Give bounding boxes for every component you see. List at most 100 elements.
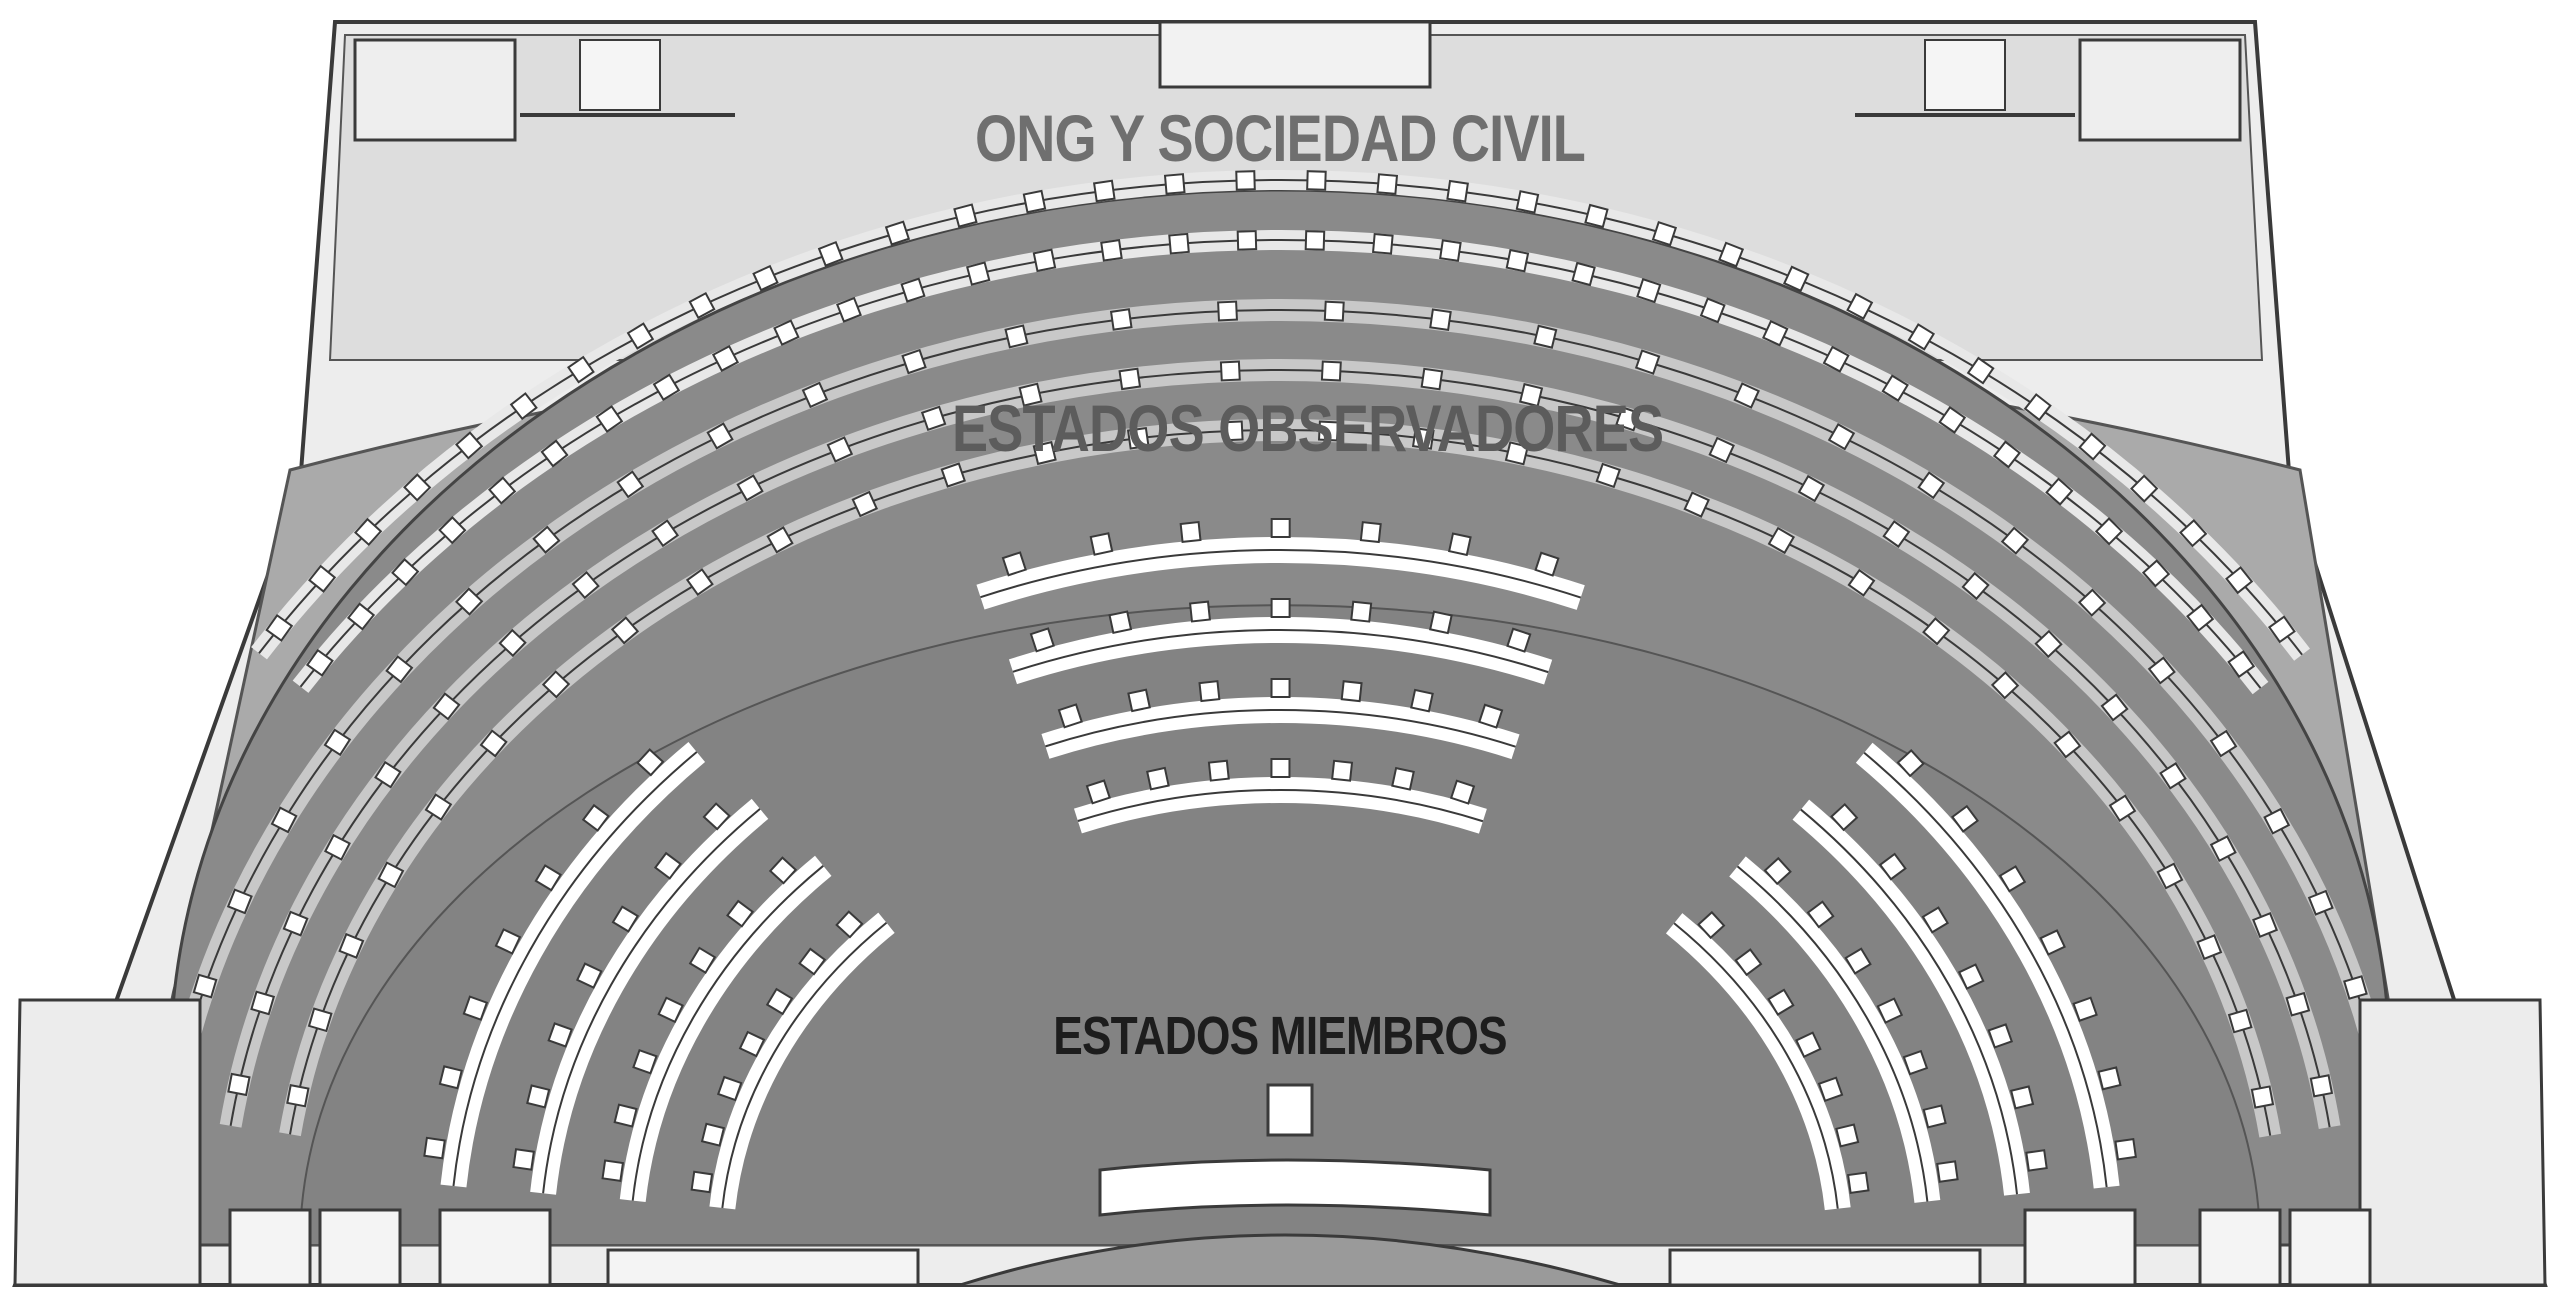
member-desk-edge bbox=[980, 548, 1582, 599]
observer-seat bbox=[2307, 889, 2334, 916]
ngo-seat bbox=[2045, 477, 2074, 506]
observer-seat bbox=[1429, 308, 1452, 332]
observer-seat bbox=[826, 436, 854, 463]
ngo-seat bbox=[1762, 320, 1789, 347]
observer-seat bbox=[541, 670, 571, 699]
observer-seat bbox=[2285, 991, 2311, 1017]
ngo-seat bbox=[346, 602, 376, 631]
ngo-seat bbox=[1938, 405, 1967, 434]
observer-seat bbox=[286, 1084, 310, 1108]
ngo-seat bbox=[1439, 239, 1462, 262]
member-seat bbox=[1410, 688, 1434, 713]
observer-seat bbox=[1317, 420, 1339, 442]
ngo-seat bbox=[1907, 323, 1936, 351]
member-seat bbox=[1830, 802, 1859, 832]
member-zone-label: ESTADOS MIEMBROS bbox=[1053, 1006, 1507, 1066]
ngo-seat bbox=[1782, 265, 1810, 293]
member-seat bbox=[1449, 779, 1476, 805]
observer-seat bbox=[1004, 324, 1029, 349]
ngo-seat bbox=[1699, 297, 1726, 324]
top-left-room bbox=[353, 38, 517, 142]
ngo-seat bbox=[773, 319, 800, 346]
member-inner-floor bbox=[298, 604, 2262, 1246]
ngo-seat bbox=[305, 648, 334, 677]
observer-seat bbox=[2053, 730, 2082, 759]
member-seat bbox=[1127, 688, 1151, 713]
member-seat bbox=[726, 899, 755, 928]
member-seat bbox=[1350, 600, 1373, 623]
member-seat bbox=[1534, 551, 1560, 577]
bottom-right-cabin-2 bbox=[2198, 1208, 2282, 1287]
member-seat bbox=[1506, 627, 1532, 653]
observer-seat bbox=[1126, 426, 1150, 450]
bottom-left-cabin-3 bbox=[438, 1208, 552, 1287]
observer-seat bbox=[685, 568, 714, 597]
observer-seat bbox=[1518, 382, 1544, 408]
ngo-seat bbox=[1163, 173, 1186, 195]
ngo-seat bbox=[836, 296, 862, 323]
observer-seat bbox=[736, 474, 764, 502]
observer-seat bbox=[1797, 474, 1826, 503]
member-seat bbox=[1835, 1123, 1860, 1148]
member-seat bbox=[1896, 749, 1925, 778]
observer-seat bbox=[192, 973, 218, 999]
bottom-right-bench bbox=[1668, 1248, 1982, 1287]
member-seat bbox=[636, 748, 665, 777]
observer-seat bbox=[226, 888, 253, 915]
member-seat bbox=[462, 995, 489, 1021]
bottom-left-cabin-1 bbox=[228, 1208, 312, 1287]
top-right-stair bbox=[1924, 39, 2006, 111]
member-seat bbox=[1270, 517, 1291, 539]
member-seat bbox=[798, 947, 827, 976]
member-seat bbox=[1734, 948, 1763, 977]
member-seat bbox=[1878, 852, 1907, 881]
observer-row-edge bbox=[170, 309, 2391, 1119]
observer-seat bbox=[610, 616, 640, 645]
member-desk-edge bbox=[1736, 865, 1929, 1202]
observer-seat bbox=[1118, 367, 1142, 391]
bottom-left-bench bbox=[606, 1248, 920, 1287]
member-seat bbox=[1767, 988, 1795, 1016]
member-seat bbox=[1697, 910, 1726, 940]
observer-seat bbox=[338, 932, 365, 959]
top-door bbox=[1158, 20, 1432, 89]
observer-row-edge bbox=[289, 429, 2272, 1136]
member-seat bbox=[2097, 1066, 2122, 1091]
member-seat bbox=[716, 1075, 743, 1102]
member-seat bbox=[835, 910, 864, 939]
observer-seat bbox=[2263, 807, 2291, 835]
ngo-seat bbox=[1966, 356, 1995, 385]
ngo-seat bbox=[1992, 440, 2021, 469]
observer-seat bbox=[1595, 462, 1621, 489]
member-seat bbox=[1108, 610, 1133, 635]
member-seat bbox=[1936, 1160, 1959, 1183]
member-desk-edge bbox=[452, 751, 698, 1187]
observer-seat bbox=[1708, 436, 1735, 464]
observer-seat bbox=[2309, 1074, 2334, 1098]
ngo-seat bbox=[1571, 261, 1596, 287]
observer-seat bbox=[1217, 300, 1238, 322]
member-seat bbox=[2114, 1137, 2137, 1161]
ngo-seat bbox=[900, 277, 926, 303]
member-seat bbox=[690, 1170, 714, 1194]
observer-seat bbox=[1222, 420, 1244, 442]
ngo-seat bbox=[403, 473, 432, 502]
ngo-seat bbox=[1718, 241, 1745, 268]
observer-seat bbox=[424, 793, 453, 821]
ngo-seat bbox=[455, 431, 484, 460]
observer-seat bbox=[532, 525, 561, 554]
member-seat bbox=[700, 1122, 726, 1147]
member-seat bbox=[1198, 680, 1221, 703]
member-seat bbox=[512, 1148, 535, 1171]
observer-seat bbox=[1767, 526, 1795, 555]
observer-seat bbox=[374, 760, 402, 789]
ngo-seat bbox=[1376, 173, 1399, 195]
ngo-seat bbox=[1515, 190, 1540, 214]
member-seat bbox=[768, 856, 798, 885]
ngo-seat bbox=[626, 322, 655, 350]
member-seat bbox=[601, 1159, 625, 1183]
ngo-seat bbox=[1372, 233, 1394, 255]
ngo-seat bbox=[2130, 474, 2159, 503]
member-seat bbox=[1902, 1049, 1929, 1076]
